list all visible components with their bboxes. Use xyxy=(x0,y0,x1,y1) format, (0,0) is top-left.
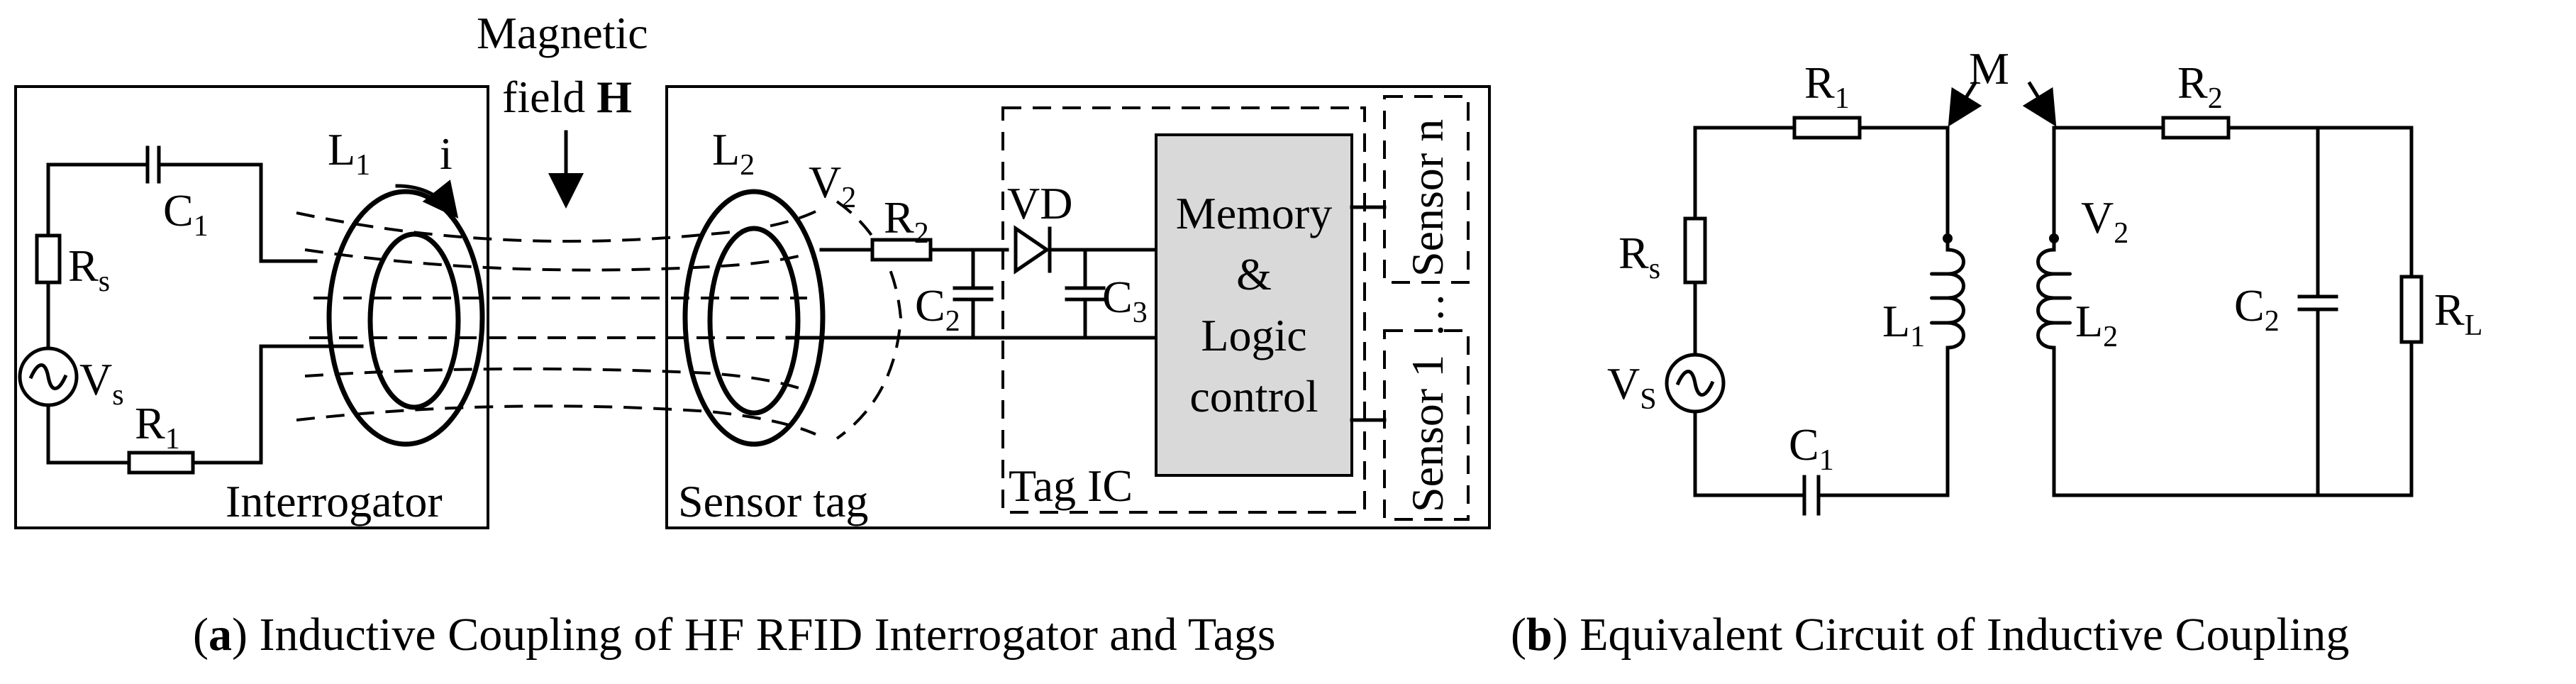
field-label-line-1: Magnetic xyxy=(477,8,648,58)
tag-ic-label: Tag IC xyxy=(1009,460,1133,511)
sensor-1-box xyxy=(1383,329,1470,521)
capacitor-c2-b xyxy=(2297,294,2338,311)
sensor-n-box xyxy=(1383,95,1470,284)
diode-vd xyxy=(1014,225,1052,275)
sensor-1-label: Sensor 1 xyxy=(1402,355,1453,512)
coil-l2 xyxy=(682,189,826,447)
interrogator-label: Interrogator xyxy=(226,476,443,526)
resistor-rs xyxy=(35,233,62,285)
caption-a: (a) Inductive Coupling of HF RFID Interr… xyxy=(193,609,1276,661)
primary-wire-right xyxy=(1819,126,1950,497)
interrogator-wire-left xyxy=(46,162,131,465)
resistor-r1 xyxy=(1792,116,1862,140)
primary-wire-left xyxy=(1693,126,1804,497)
label-l2: L2 xyxy=(712,124,755,182)
label-c1-b: C1 xyxy=(1789,419,1834,477)
secondary-wire-left xyxy=(2052,126,2414,497)
resistor-rs-b xyxy=(1683,216,1707,285)
label-l1-b: L1 xyxy=(1882,296,1925,353)
magnetic-field-lines xyxy=(296,200,903,440)
inductor-l2 xyxy=(2036,233,2072,350)
label-c3: C3 xyxy=(1102,272,1148,329)
resistor-r1-interrogator xyxy=(127,451,195,475)
inductor-l1 xyxy=(1930,233,1965,350)
block-line-3: Logic xyxy=(1201,310,1306,360)
panel-b: R1 Rs VS C1 L1 M R2 xyxy=(1511,43,2482,661)
mutual-arrow-right xyxy=(2022,81,2057,127)
block-line-2: & xyxy=(1236,249,1272,299)
resistor-rl xyxy=(2399,275,2424,344)
label-c2-tag: C2 xyxy=(915,280,960,338)
label-vs: Vs xyxy=(79,354,124,412)
interrogator-frame xyxy=(14,85,489,529)
memory-logic-block xyxy=(1155,133,1353,477)
label-vs-b: VS xyxy=(1607,358,1657,416)
label-c2-b: C2 xyxy=(2234,280,2280,338)
field-label-line-2: field H xyxy=(502,72,632,122)
voltage-source-vs-b xyxy=(1665,353,1726,414)
panel-a: Interrogator C1 Rs Vs R1 L1 i xyxy=(14,8,1491,661)
label-l2-b: L2 xyxy=(2075,296,2118,353)
label-r1-interrogator: R1 xyxy=(135,398,180,456)
block-line-1: Memory xyxy=(1176,188,1332,238)
label-rs-b: Rs xyxy=(1619,228,1660,285)
capacitor-c2-tag xyxy=(953,286,994,302)
label-current-i: i xyxy=(440,128,453,179)
label-r2-tag: R2 xyxy=(884,192,929,250)
label-v2-tag: V2 xyxy=(809,157,856,214)
label-v2-b: V2 xyxy=(2081,192,2128,250)
sensor-tag-frame xyxy=(665,85,1491,529)
voltage-source-vs xyxy=(18,346,79,407)
interrogator-wire-bottom xyxy=(191,344,364,465)
current-arrow xyxy=(395,180,459,219)
capacitor-c1-b xyxy=(1802,475,1821,516)
caption-b: (b) Equivalent Circuit of Inductive Coup… xyxy=(1511,609,2349,661)
resistor-r2-tag xyxy=(870,238,933,262)
capacitor-c1 xyxy=(145,145,161,184)
tag-ic-box xyxy=(1001,106,1366,514)
resistor-r2 xyxy=(2161,116,2231,140)
label-l1: L1 xyxy=(328,124,370,182)
label-rl: RL xyxy=(2434,285,2482,342)
sensor-n-label: Sensor n xyxy=(1402,119,1453,277)
sensor-tag-label: Sensor tag xyxy=(678,476,868,526)
label-c1: C1 xyxy=(163,185,209,243)
capacitor-c3 xyxy=(1065,286,1106,302)
coil-l1 xyxy=(326,189,485,447)
label-r1: R1 xyxy=(1804,57,1850,115)
label-rs: Rs xyxy=(68,241,110,298)
label-vd: VD xyxy=(1007,178,1072,228)
mutual-arrow-left xyxy=(1948,81,1982,127)
interrogator-wire-top xyxy=(46,162,318,263)
label-r2: R2 xyxy=(2177,57,2223,115)
block-line-4: control xyxy=(1189,371,1318,421)
